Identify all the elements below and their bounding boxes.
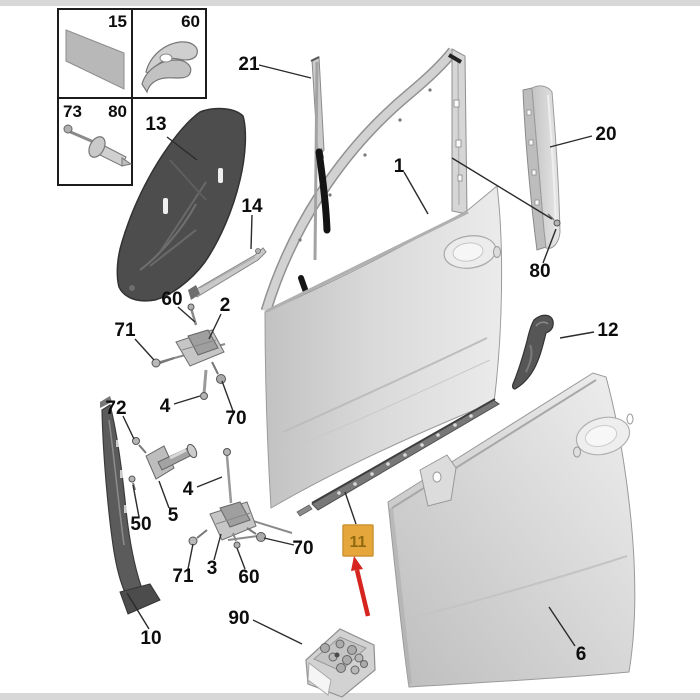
callout-4-lower: 4	[183, 479, 194, 500]
part-4-upper-bolt	[200, 369, 208, 400]
legend-label-80: 80	[108, 102, 127, 121]
callout-labels: 15 60 73 80 13 21 1 14 20 80 12 60 2 71 …	[63, 12, 619, 665]
highlight-badge-label: 11	[350, 534, 367, 551]
callout-70-upper: 70	[225, 408, 246, 429]
legend	[57, 8, 207, 186]
part-2-upper-hinge	[159, 329, 226, 367]
part-6-door-skin	[387, 372, 636, 688]
callout-21: 21	[238, 54, 260, 75]
callout-13: 13	[145, 114, 166, 135]
part-90-fastener-kit	[305, 628, 376, 698]
part-3-lower-hinge	[209, 501, 293, 541]
part-12-bracket	[512, 314, 554, 390]
part-70-lower-nut	[246, 527, 266, 542]
callout-14: 14	[241, 196, 263, 217]
part-4-lower-bolt	[223, 448, 233, 504]
callout-90: 90	[228, 608, 249, 629]
callout-70-lower: 70	[292, 538, 313, 559]
callout-2: 2	[220, 295, 231, 316]
adhesive-pad-icon	[65, 29, 125, 90]
callout-5: 5	[168, 505, 179, 526]
red-arrow-head	[351, 556, 363, 571]
part-10-pillar-strip	[100, 396, 161, 615]
part-5-door-check	[145, 443, 198, 480]
top-border-band	[0, 0, 700, 6]
part-50-pin	[128, 475, 136, 491]
part-60-lower-clip	[232, 532, 241, 549]
callout-60-upper: 60	[161, 289, 182, 310]
part-1-front-door	[260, 47, 503, 509]
part-14-sash-strip	[188, 247, 267, 300]
part-71-lower-bolt	[188, 529, 208, 546]
callout-60-lower: 60	[238, 567, 259, 588]
callout-71-upper: 71	[114, 320, 136, 341]
callout-1: 1	[394, 156, 405, 177]
spring-clip-icon	[141, 41, 198, 94]
blind-rivet-icon	[63, 124, 133, 167]
legend-label-15: 15	[108, 12, 127, 31]
callout-12: 12	[597, 320, 618, 341]
part-72-bolt	[132, 437, 147, 454]
callout-71-lower: 71	[172, 566, 194, 587]
callout-6: 6	[576, 644, 587, 665]
leader-lines	[122, 64, 595, 647]
red-pointer-arrow	[351, 556, 371, 617]
callout-10: 10	[140, 628, 161, 649]
part-13-door-module-panel	[116, 107, 247, 302]
callout-20: 20	[595, 124, 616, 145]
part-11-rubbing-strip	[296, 398, 500, 517]
callout-3: 3	[207, 558, 218, 579]
part-20-pillar-trim	[522, 85, 561, 251]
callout-50: 50	[130, 514, 151, 535]
callout-80-right: 80	[529, 261, 550, 282]
highlight-part-11[interactable]: 11	[342, 524, 374, 557]
part-71-upper-bolt	[151, 357, 175, 368]
part-70-upper-nut	[211, 361, 226, 384]
callout-72: 72	[105, 398, 126, 419]
red-arrow-shaft	[354, 569, 371, 617]
part-60-upper-clip	[187, 303, 198, 326]
part-80-rivet	[547, 213, 561, 227]
legend-label-73: 73	[63, 102, 82, 121]
highlight-badge[interactable]	[342, 524, 374, 557]
callout-4-upper: 4	[160, 396, 171, 417]
legend-label-60: 60	[181, 12, 200, 31]
bottom-border-band	[0, 693, 700, 700]
